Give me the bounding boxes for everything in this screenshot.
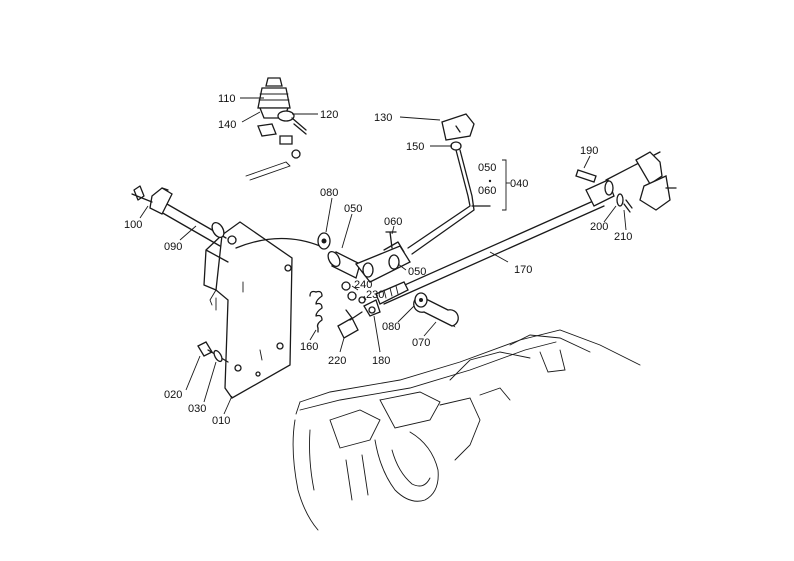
callout-200: 200 xyxy=(590,221,608,233)
bushing-070 xyxy=(413,292,459,328)
callout-020: 020 xyxy=(164,389,182,401)
callout-150: 150 xyxy=(406,141,424,153)
callout-090: 090 xyxy=(164,241,182,253)
callout-140: 140 xyxy=(218,119,236,131)
callout-050-middle: 050 xyxy=(344,203,362,215)
callout-210: 210 xyxy=(614,231,632,243)
callout-180: 180 xyxy=(372,355,390,367)
callout-230: 230 xyxy=(366,289,384,301)
callout-050-lower: 050 xyxy=(408,266,426,278)
callout-190: 190 xyxy=(580,145,598,157)
bolt-020 xyxy=(197,341,229,363)
shaft-090 xyxy=(131,185,227,247)
callout-010: 010 xyxy=(212,415,230,427)
callout-130: 130 xyxy=(374,112,392,124)
knob-assembly xyxy=(245,77,307,181)
callout-060-upper: 060 xyxy=(478,185,496,197)
callout-220: 220 xyxy=(328,355,346,367)
callout-060-middle: 060 xyxy=(384,216,402,228)
callout-050-upper: 050 xyxy=(478,162,496,174)
callout-100: 100 xyxy=(124,219,142,231)
callout-110: 110 xyxy=(218,93,236,105)
leader-lines xyxy=(139,97,627,415)
callout-080-lower: 080 xyxy=(382,321,400,333)
tractor-frame xyxy=(292,329,641,531)
callout-120: 120 xyxy=(320,109,338,121)
spring-160 xyxy=(309,290,323,333)
callout-170: 170 xyxy=(514,264,532,276)
bracket-dot xyxy=(488,179,492,183)
callout-030: 030 xyxy=(188,403,206,415)
cable-arc xyxy=(235,237,321,249)
callout-040: 040 xyxy=(510,178,528,190)
callout-080-upper: 080 xyxy=(320,187,338,199)
callout-070: 070 xyxy=(412,337,430,349)
rod-170 xyxy=(375,179,615,305)
callout-160: 160 xyxy=(300,341,318,353)
callout-240: 240 xyxy=(354,279,372,291)
right-end-linkage xyxy=(575,151,677,213)
callout-labels: 110 120 140 130 150 050 060 040 190 100 … xyxy=(124,93,632,427)
lever-rod xyxy=(407,113,491,255)
mounting-plate xyxy=(203,221,293,399)
pivot-assembly xyxy=(317,231,411,339)
